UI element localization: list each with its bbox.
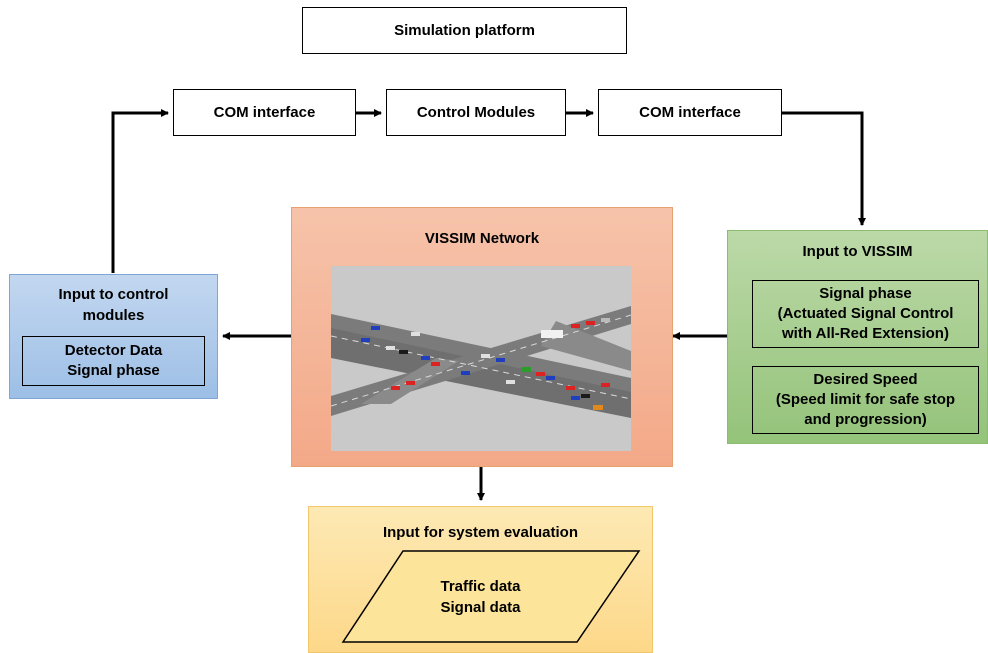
desired-speed-title: Desired Speed bbox=[813, 371, 918, 388]
data-parallelogram bbox=[341, 550, 641, 643]
simulation-platform-box: Simulation platform bbox=[302, 7, 627, 54]
control-input-title-line2: modules bbox=[82, 307, 145, 324]
intersection-simulation-image bbox=[331, 266, 631, 451]
desired-speed-detail-2: and progression) bbox=[804, 411, 927, 428]
com-interface-left-label: COM interface bbox=[213, 104, 316, 121]
vissim-network-panel: VISSIM Network bbox=[291, 207, 673, 467]
signal-phase-title: Signal phase bbox=[819, 285, 912, 302]
vissim-network-title: VISSIM Network bbox=[424, 230, 540, 247]
signal-phase-detail-1: (Actuated Signal Control bbox=[777, 305, 954, 322]
com-interface-left-box: COM interface bbox=[173, 89, 356, 136]
control-input-panel: Input to control modules Detector Data S… bbox=[9, 274, 218, 399]
signal-phase-detail-2: with All-Red Extension) bbox=[782, 325, 949, 342]
arrow-control-to-com bbox=[111, 109, 169, 273]
com-interface-right-box: COM interface bbox=[598, 89, 782, 136]
evaluation-panel: Input for system evaluation Traffic data… bbox=[308, 506, 653, 653]
simulation-platform-label: Simulation platform bbox=[394, 22, 535, 39]
control-modules-label: Control Modules bbox=[416, 104, 536, 121]
control-modules-box: Control Modules bbox=[386, 89, 566, 136]
desired-speed-detail-1: (Speed limit for safe stop bbox=[775, 391, 956, 408]
signal-phase-box: Signal phase (Actuated Signal Control wi… bbox=[752, 280, 979, 348]
vissim-input-title: Input to VISSIM bbox=[802, 243, 913, 260]
control-input-title-line1: Input to control bbox=[58, 286, 169, 303]
detector-data-label: Detector Data bbox=[64, 342, 163, 359]
com-interface-right-label: COM interface bbox=[639, 104, 741, 121]
desired-speed-box: Desired Speed (Speed limit for safe stop… bbox=[752, 366, 979, 434]
evaluation-title: Input for system evaluation bbox=[382, 524, 579, 541]
vissim-input-panel: Input to VISSIM Signal phase (Actuated S… bbox=[727, 230, 988, 444]
arrow-com-to-vissim-input bbox=[782, 111, 866, 226]
control-signal-phase-label: Signal phase bbox=[67, 362, 160, 379]
detector-signal-box: Detector Data Signal phase bbox=[22, 336, 205, 386]
traffic-data-label: Traffic data bbox=[440, 578, 521, 595]
signal-data-label: Signal data bbox=[440, 599, 521, 616]
